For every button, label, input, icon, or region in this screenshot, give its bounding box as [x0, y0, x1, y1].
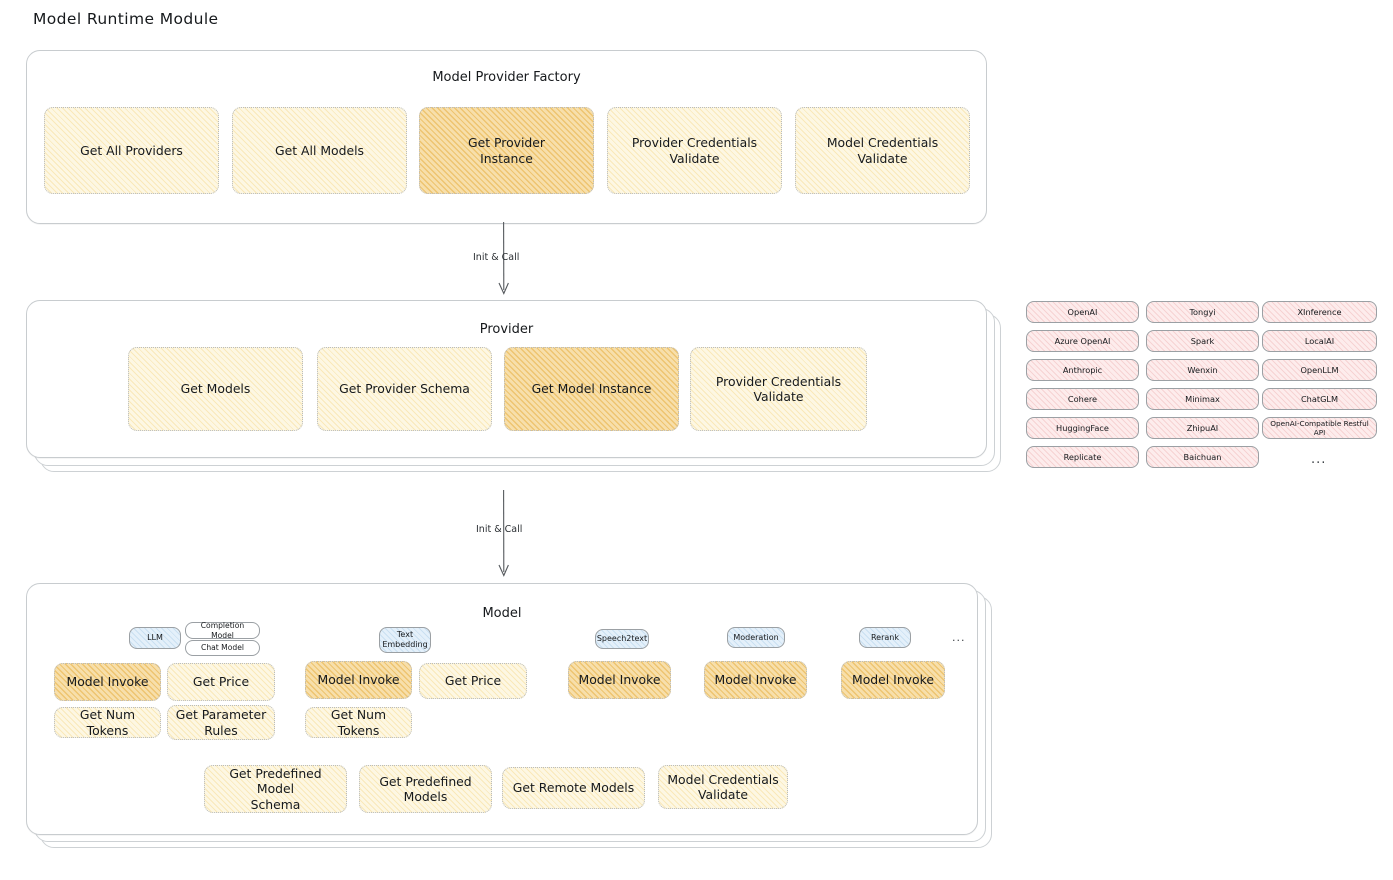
provider-chip-huggingface[interactable]: HuggingFace [1026, 417, 1139, 439]
arrow-factory-to-provider [486, 221, 522, 300]
model-text-embedding-method-get-price[interactable]: Get Price [419, 663, 527, 699]
provider-chip-localai[interactable]: LocalAI [1262, 330, 1377, 352]
arrow-factory-to-provider-label: Init & Call [473, 252, 520, 263]
factory-box-provider-credentials-validate[interactable]: Provider Credentials Validate [607, 107, 782, 194]
provider-chip-minimax[interactable]: Minimax [1146, 388, 1259, 410]
model-llm-method-get-parameter-rules[interactable]: Get Parameter Rules [167, 705, 275, 740]
provider-box-get-model-instance[interactable]: Get Model Instance [504, 347, 679, 431]
factory-box-model-credentials-validate[interactable]: Model Credentials Validate [795, 107, 970, 194]
provider-chip-baichuan[interactable]: Baichuan [1146, 446, 1259, 468]
factory-box-get-all-providers[interactable]: Get All Providers [44, 107, 219, 194]
model-common-method-get-remote-models[interactable]: Get Remote Models [502, 767, 645, 809]
model-type-chip-speech2text[interactable]: Speech2text [595, 629, 649, 649]
arrow-down-icon [498, 221, 509, 295]
provider-chip-xinference[interactable]: XInference [1262, 301, 1377, 323]
model-text-embedding-method-model-invoke[interactable]: Model Invoke [305, 661, 412, 699]
page-title: Model Runtime Module [33, 10, 219, 28]
provider-chip-anthropic[interactable]: Anthropic [1026, 359, 1139, 381]
model-title: Model [482, 606, 522, 621]
provider-chip-wenxin[interactable]: Wenxin [1146, 359, 1259, 381]
provider-chip-replicate[interactable]: Replicate [1026, 446, 1139, 468]
provider-chip-azure-openai[interactable]: Azure OpenAI [1026, 330, 1139, 352]
arrow-provider-to-model [486, 489, 522, 582]
provider-chip-zhipuai[interactable]: ZhipuAI [1146, 417, 1259, 439]
model-subtype-chip-completion-model[interactable]: Completion Model [185, 621, 260, 640]
model-llm-method-get-price[interactable]: Get Price [167, 663, 275, 701]
provider-chip-chatglm[interactable]: ChatGLM [1262, 388, 1377, 410]
model-type-chip-moderation[interactable]: Moderation [727, 627, 785, 648]
model-common-method-get-predefined-models[interactable]: Get Predefined Models [359, 765, 492, 813]
provider-chip-cohere[interactable]: Cohere [1026, 388, 1139, 410]
provider-chip-openai-compatible-restful-api[interactable]: OpenAI-Compatible Restful API [1262, 417, 1377, 439]
provider-chip-spark[interactable]: Spark [1146, 330, 1259, 352]
provider-box-get-provider-schema[interactable]: Get Provider Schema [317, 347, 492, 431]
model-subtype-chip-chat-model[interactable]: Chat Model [185, 640, 260, 656]
model-text-embedding-method-get-num-tokens[interactable]: Get Num Tokens [305, 707, 412, 738]
provider-chip-tongyi[interactable]: Tongyi [1146, 301, 1259, 323]
arrow-provider-to-model-label: Init & Call [476, 524, 523, 535]
model-common-method-get-predefined-model-schema[interactable]: Get Predefined Model Schema [204, 765, 347, 813]
provider-list-more: ... [1311, 452, 1327, 467]
provider-box-provider-credentials-validate[interactable]: Provider Credentials Validate [690, 347, 867, 431]
model-llm-method-get-num-tokens[interactable]: Get Num Tokens [54, 707, 161, 738]
model-speech2text-method-model-invoke[interactable]: Model Invoke [568, 661, 671, 699]
arrow-down-icon [498, 489, 509, 577]
model-type-chip-rerank[interactable]: Rerank [859, 627, 911, 648]
model-type-chip-text-embedding[interactable]: Text Embedding [379, 627, 431, 653]
provider-chip-openllm[interactable]: OpenLLM [1262, 359, 1377, 381]
model-rerank-method-model-invoke[interactable]: Model Invoke [841, 661, 945, 699]
provider-box-get-models[interactable]: Get Models [128, 347, 303, 431]
provider-title: Provider [479, 322, 534, 337]
provider-chip-openai[interactable]: OpenAI [1026, 301, 1139, 323]
model-provider-factory-title: Model Provider Factory [432, 70, 581, 85]
model-moderation-method-model-invoke[interactable]: Model Invoke [704, 661, 807, 699]
factory-box-get-provider-instance[interactable]: Get Provider Instance [419, 107, 594, 194]
model-llm-method-model-invoke[interactable]: Model Invoke [54, 663, 161, 701]
model-type-chip-llm[interactable]: LLM [129, 627, 181, 649]
factory-box-get-all-models[interactable]: Get All Models [232, 107, 407, 194]
model-types-more: ... [952, 631, 966, 644]
model-common-method-model-credentials-validate[interactable]: Model Credentials Validate [658, 765, 788, 809]
